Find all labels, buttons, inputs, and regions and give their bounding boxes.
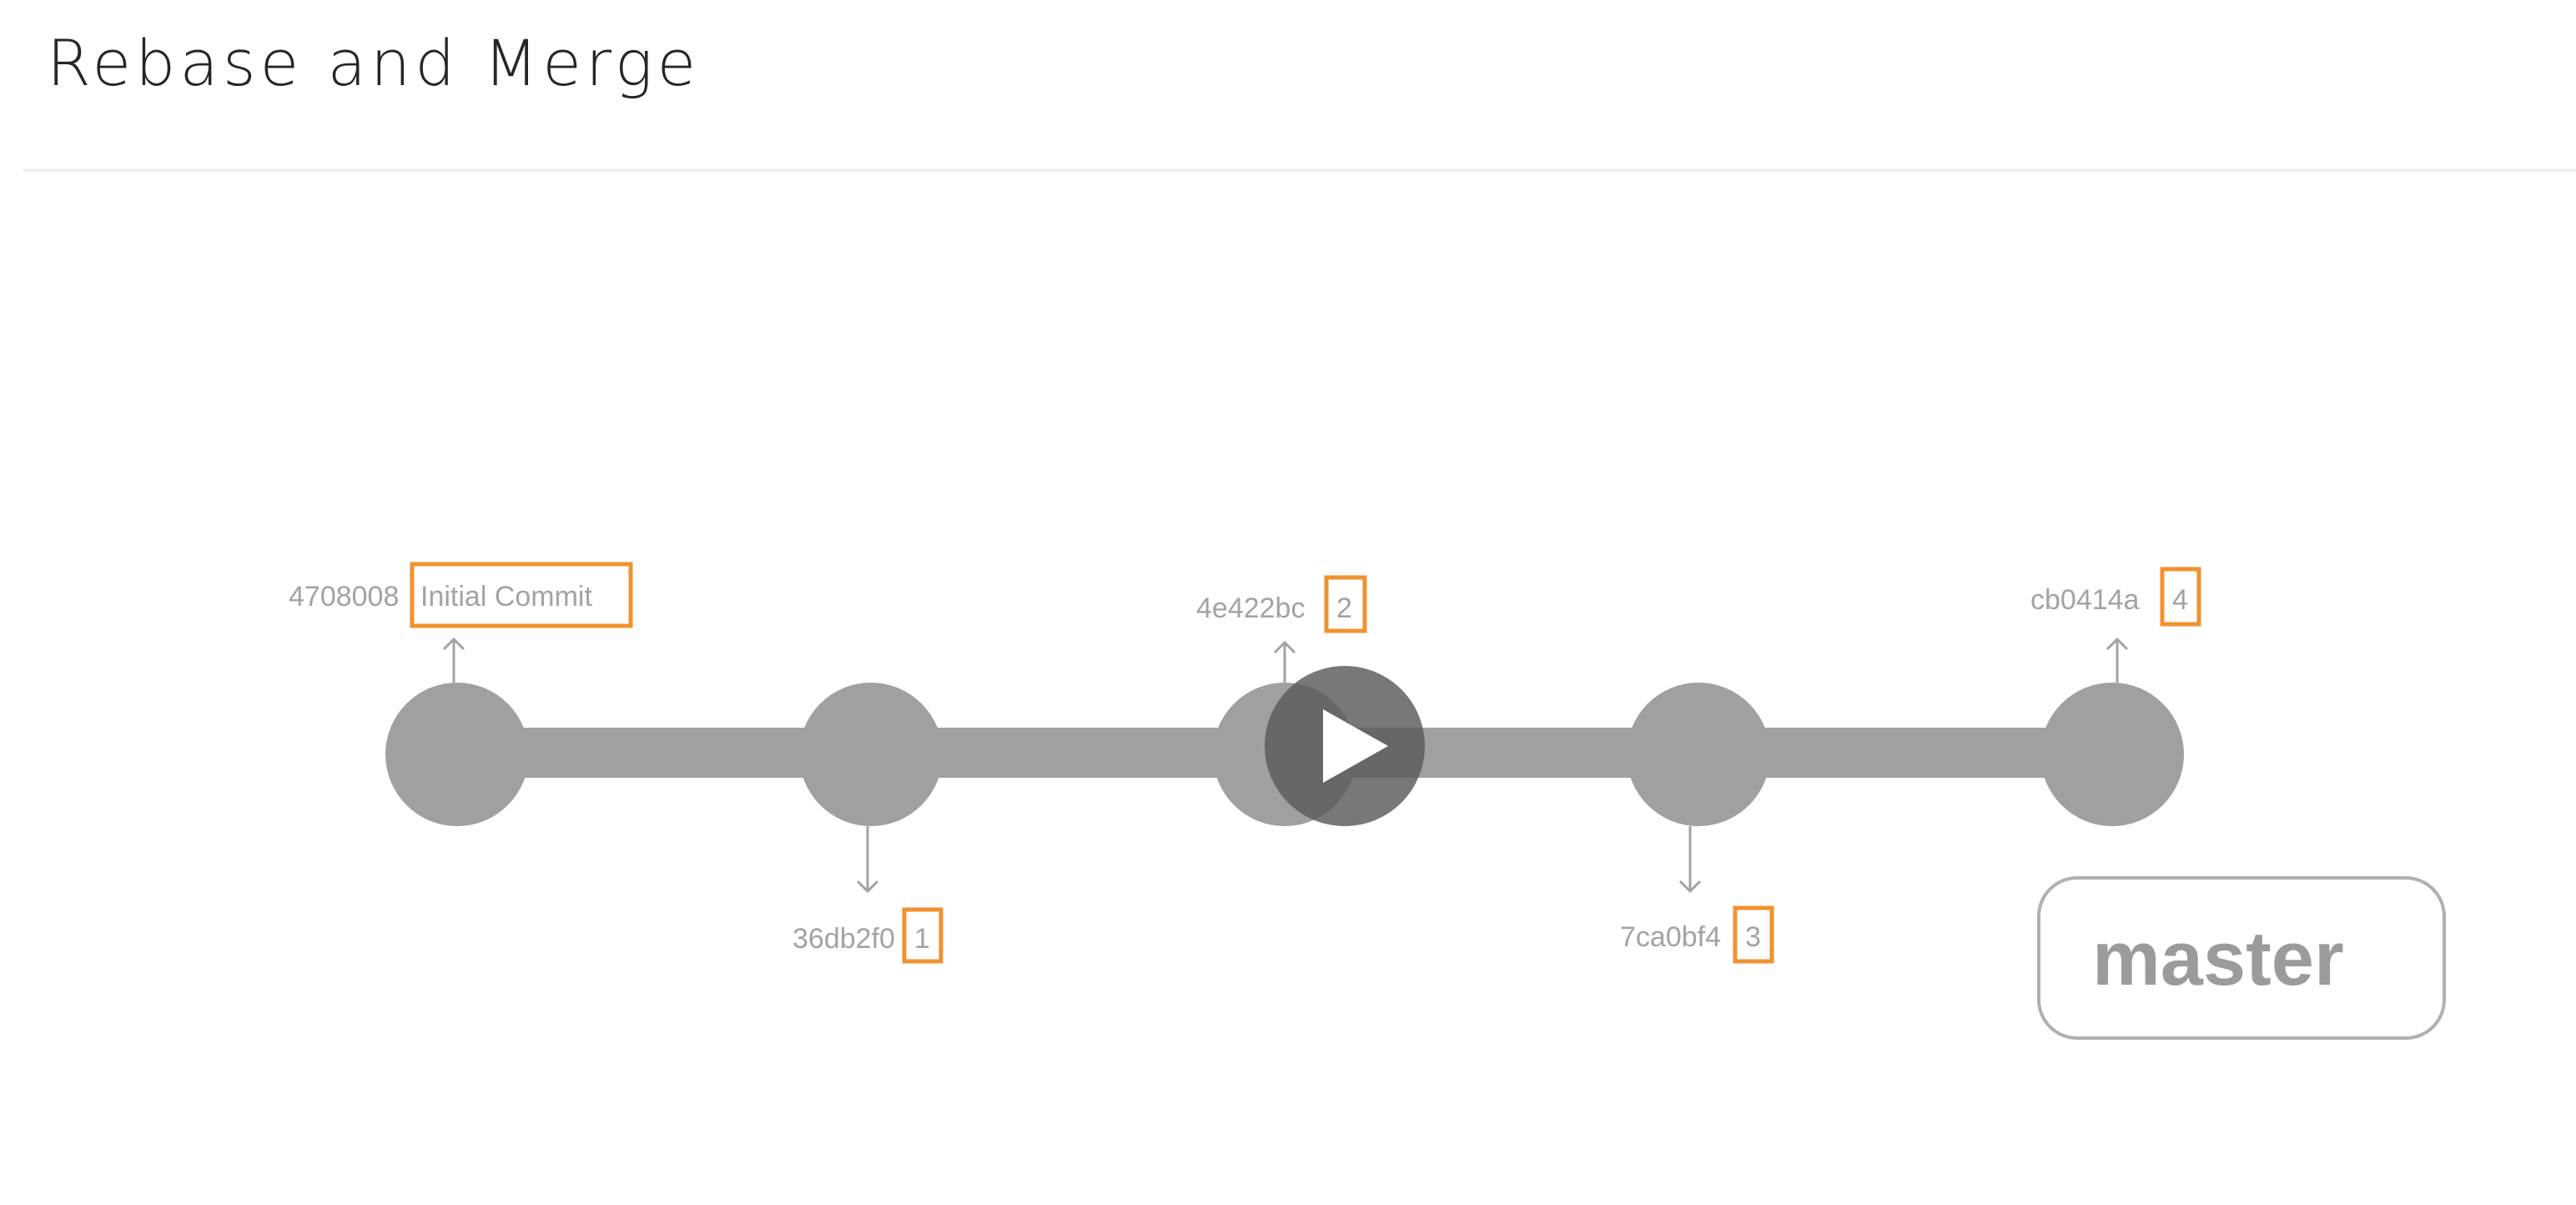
- commit-hash: 7ca0bf4: [1620, 921, 1721, 953]
- play-button[interactable]: [1265, 666, 1425, 826]
- commit-message-highlight: [902, 907, 943, 964]
- commit-message-highlight: [2160, 567, 2201, 627]
- arrow-down-icon: [856, 826, 879, 894]
- branch-label: master: [2092, 916, 2344, 1001]
- commit-hash: 4708008: [289, 581, 399, 613]
- commit-hash: cb0414a: [2030, 584, 2140, 616]
- arrow-up-icon: [1273, 640, 1296, 683]
- title-divider: [23, 169, 2576, 172]
- arrow-up-icon: [442, 637, 465, 683]
- commit-message: Initial Commit: [420, 581, 592, 613]
- commit-hash: 36db2f0: [792, 923, 895, 955]
- commit-message-highlight: [410, 562, 633, 628]
- commit-hash: 4e422bc: [1196, 592, 1305, 624]
- page-title: Rebase and Merge: [47, 26, 701, 100]
- commit-node: [2040, 683, 2184, 826]
- commit-node: [1627, 683, 1770, 826]
- commit-message: 1: [914, 923, 930, 955]
- commit-message: 3: [1745, 921, 1761, 953]
- commit-message-highlight: [1324, 575, 1367, 633]
- arrow-down-icon: [1678, 826, 1702, 894]
- commit-message: 4: [2172, 584, 2188, 616]
- commit-node: [385, 683, 529, 826]
- commit-node: [799, 683, 943, 826]
- commit-message: 2: [1336, 592, 1352, 624]
- arrow-up-icon: [2106, 637, 2129, 683]
- play-icon: [1323, 709, 1388, 783]
- branch-label-box: [2037, 876, 2446, 1040]
- commit-message-highlight: [1733, 905, 1774, 964]
